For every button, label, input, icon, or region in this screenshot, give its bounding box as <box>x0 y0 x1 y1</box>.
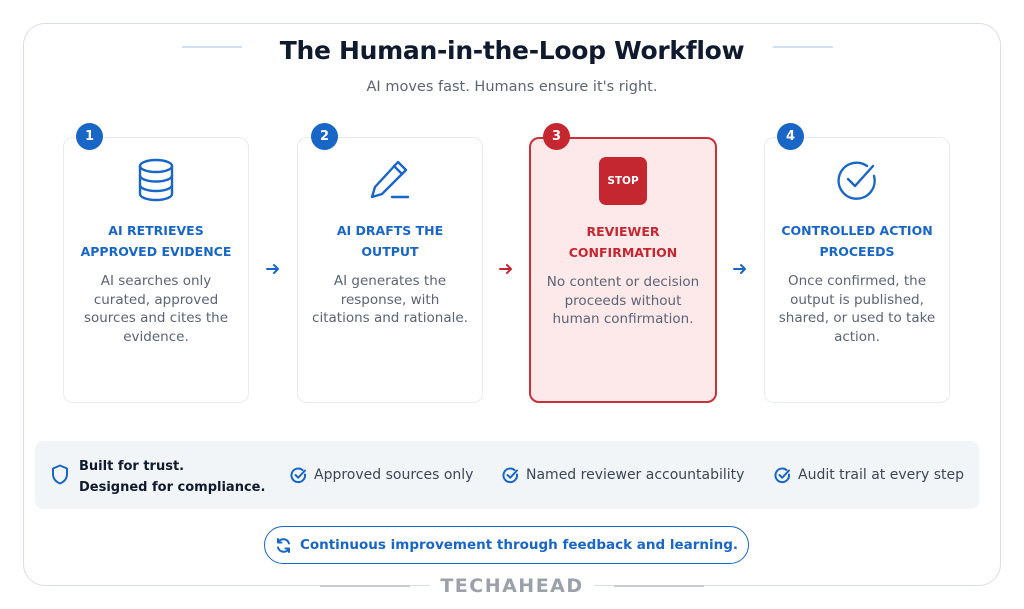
continuous-improvement-pill: Continuous improvement through feedback … <box>264 526 749 564</box>
check-badge-icon <box>290 467 307 483</box>
arrow-right-icon <box>266 264 279 274</box>
step-description: No content or decision proceeds without … <box>546 274 700 327</box>
step-title: REVIEWER CONFIRMATION <box>568 224 678 260</box>
brand-rule-left <box>320 585 410 587</box>
step-card-reviewer: STOP REVIEWER CONFIRMATION No content or… <box>529 137 717 403</box>
check-badge-icon <box>502 467 519 483</box>
refresh-icon <box>276 537 290 553</box>
brand-logo: TECHAHEAD <box>0 573 1024 599</box>
step-description: AI searches only curated, approved sourc… <box>83 273 229 345</box>
arrow-right-icon <box>499 264 512 274</box>
step-number-badge: 4 <box>777 123 804 150</box>
step-number-badge: 1 <box>76 123 103 150</box>
step-title: CONTROLLED ACTION PROCEEDS <box>781 223 933 259</box>
step-card-action: CONTROLLED ACTION PROCEEDS Once confirme… <box>764 137 950 403</box>
step-number-badge: 2 <box>311 123 338 150</box>
feature-item: Audit trail at every step <box>774 465 964 485</box>
title-row: The Human-in-the-Loop Workflow <box>0 31 1024 71</box>
page-title: The Human-in-the-Loop Workflow <box>279 36 745 65</box>
step-description: AI generates the response, with citation… <box>312 273 468 326</box>
feature-item: Named reviewer accountability <box>502 465 744 485</box>
shield-icon <box>52 464 68 485</box>
check-badge-icon <box>774 467 791 483</box>
step-description: Once confirmed, the output is published,… <box>778 273 936 345</box>
arrow-right-icon <box>733 264 746 274</box>
title-rule-left <box>182 46 242 48</box>
trust-statement: Built for trust. Designed for compliance… <box>79 459 266 495</box>
page-subtitle: AI moves fast. Humans ensure it's right. <box>366 79 658 95</box>
step-number-badge: 3 <box>543 123 570 150</box>
pen-icon <box>370 160 410 199</box>
step-title: AI RETRIEVES APPROVED EVIDENCE <box>80 223 232 259</box>
database-icon <box>138 158 174 202</box>
title-rule-right <box>773 46 833 48</box>
step-card-retrieve: AI RETRIEVES APPROVED EVIDENCE AI search… <box>63 137 249 403</box>
brand-rule-right <box>614 585 704 587</box>
brand-row: TECHAHEAD <box>0 573 1024 599</box>
check-circle-icon <box>837 161 876 200</box>
stop-sign-icon: STOP <box>599 157 647 205</box>
step-title: AI DRAFTS THE OUTPUT <box>336 223 444 259</box>
step-card-draft: AI DRAFTS THE OUTPUT AI generates the re… <box>297 137 483 403</box>
feature-item: Approved sources only <box>290 465 473 485</box>
